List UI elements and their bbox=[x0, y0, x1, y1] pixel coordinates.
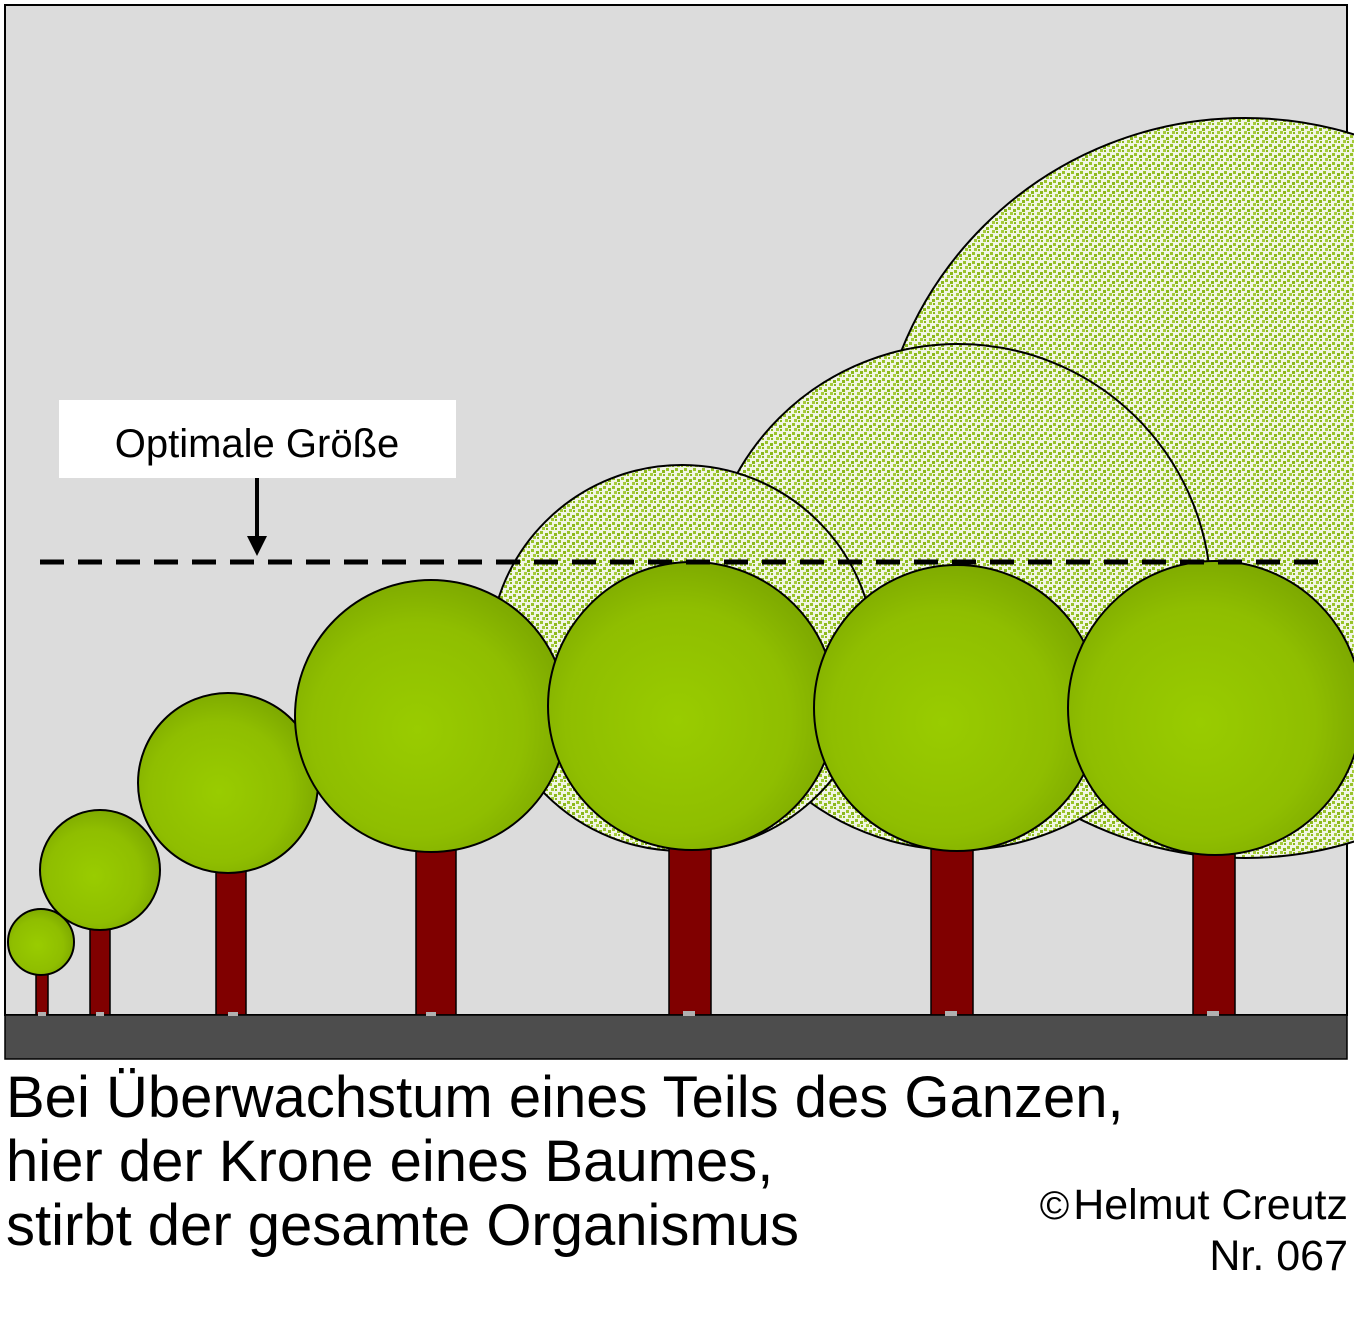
tree-trunk-7 bbox=[1192, 829, 1236, 1016]
copyright-icon: © bbox=[1039, 1184, 1070, 1228]
tree-crown-6 bbox=[813, 564, 1101, 852]
tree-crown-2 bbox=[39, 809, 161, 931]
credit-number: Nr. 067 bbox=[1209, 1232, 1348, 1280]
tree-crown-1 bbox=[7, 908, 75, 976]
credit: ©Helmut Creutz Nr. 067 bbox=[1040, 1180, 1348, 1281]
optimal-size-label-box bbox=[59, 400, 456, 478]
caption-line-3: stirbt der gesamte Organismus bbox=[6, 1193, 799, 1258]
diagram-canvas: Optimale Größe bbox=[4, 4, 1354, 1060]
tree-crown-5 bbox=[547, 561, 837, 851]
ground-bar bbox=[4, 1014, 1348, 1060]
caption-line-2: hier der Krone eines Baumes, bbox=[6, 1129, 774, 1194]
crowns bbox=[7, 560, 1354, 976]
tree-trunk-6 bbox=[930, 829, 974, 1016]
tree-crown-3 bbox=[137, 692, 319, 874]
tree-trunk-3 bbox=[215, 859, 247, 1016]
tree-trunk-5 bbox=[668, 829, 712, 1016]
optimal-size-label: Optimale Größe bbox=[115, 422, 400, 466]
credit-author: Helmut Creutz bbox=[1073, 1181, 1348, 1229]
caption-line-1: Bei Überwachstum eines Teils des Ganzen, bbox=[6, 1065, 1124, 1130]
down-arrow-icon bbox=[247, 478, 267, 556]
tree-trunk-2 bbox=[89, 925, 111, 1016]
caption: Bei Überwachstum eines Teils des Ganzen,… bbox=[6, 1066, 1124, 1258]
credit-author-line: ©Helmut Creutz bbox=[1040, 1180, 1348, 1231]
tree-crown-7 bbox=[1067, 560, 1354, 856]
tree-trunk-4 bbox=[415, 829, 457, 1016]
tree-crown-4 bbox=[294, 579, 568, 853]
